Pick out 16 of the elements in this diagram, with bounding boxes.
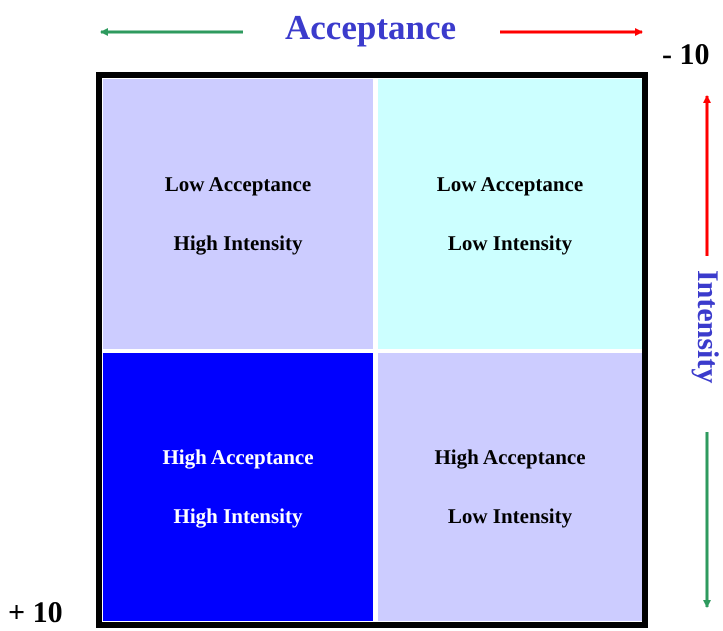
quadrant-text: Low Acceptance [164, 172, 312, 197]
quadrant-text: High Intensity [174, 231, 302, 256]
axis-title: Intensity [690, 270, 723, 384]
quadrant-text: High Intensity [174, 504, 302, 529]
quadrant-text: High Acceptance [162, 445, 314, 470]
axis-title: Acceptance [285, 8, 456, 48]
quadrant-cell [103, 79, 373, 349]
scale-label: - 10 [662, 38, 710, 72]
scale-label: + 10 [8, 596, 63, 630]
quadrant-text: Low Intensity [448, 231, 572, 256]
quadrant-cell [103, 353, 373, 621]
quadrant-text: Low Intensity [448, 504, 572, 529]
quadrant-cell [378, 79, 642, 349]
quadrant-text: Low Acceptance [436, 172, 584, 197]
quadrant-cell [378, 353, 642, 621]
quadrant-text: High Acceptance [434, 445, 586, 470]
